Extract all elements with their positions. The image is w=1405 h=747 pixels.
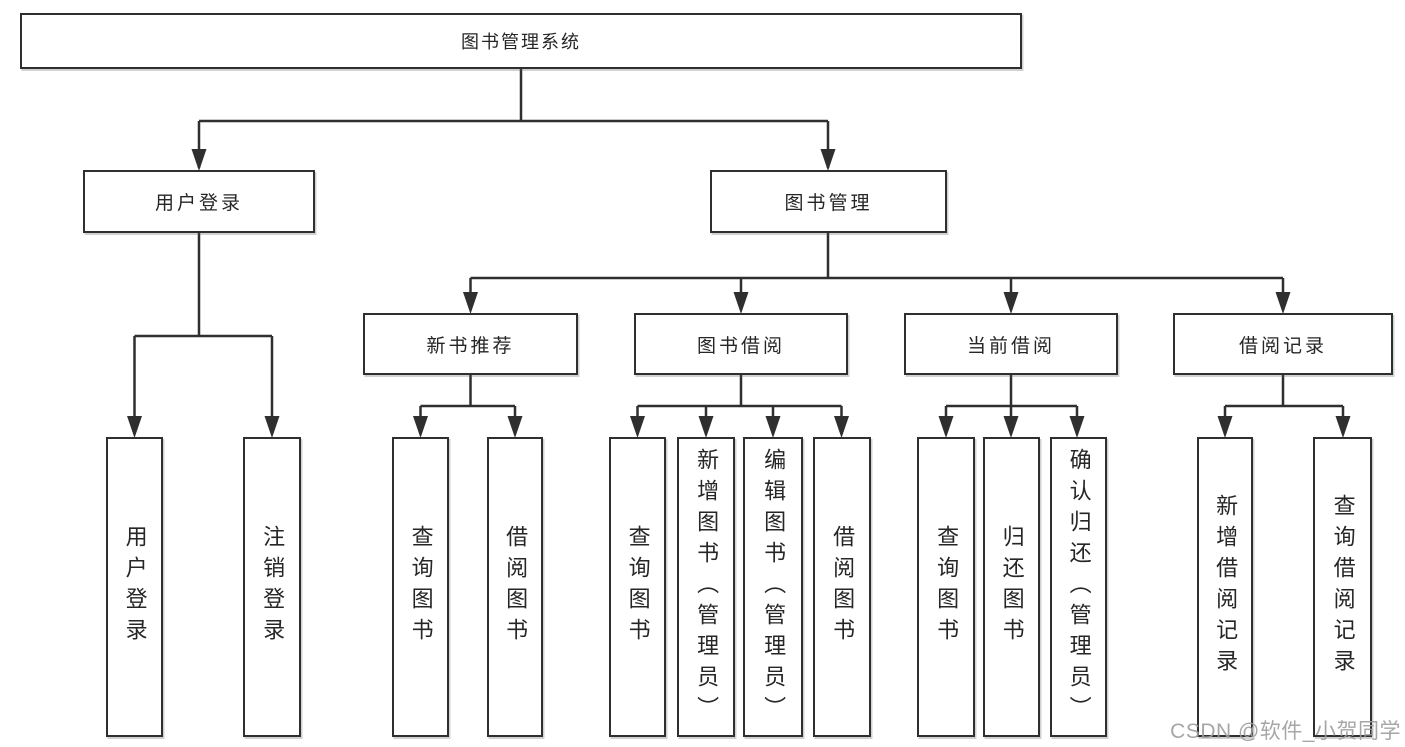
leaf-user-login: 用户登录 xyxy=(106,437,163,737)
connector-userlogin-to-leaves xyxy=(133,232,274,434)
connector-bookborrow-to-leaves xyxy=(636,374,843,434)
leaf-query-borrow-record-label: 查询借阅记录 xyxy=(1330,494,1356,680)
leaf-logout-label: 注销登录 xyxy=(260,525,286,649)
leaf-confirm-return-admin: 确认归还（管理员） xyxy=(1050,437,1107,737)
leaf-logout: 注销登录 xyxy=(243,437,301,737)
node-book-management-label: 图书管理 xyxy=(784,193,873,214)
node-library-system: 图书管理系统 xyxy=(20,13,1022,69)
leaf-confirm-return-admin-label: 确认归还（管理员） xyxy=(1066,447,1092,727)
leaf-add-borrow-record: 新增借阅记录 xyxy=(1197,437,1253,737)
node-borrowing-records: 借阅记录 xyxy=(1173,313,1393,375)
leaf-edit-book-admin-label: 编辑图书（管理员） xyxy=(761,447,787,727)
node-user-login: 用户登录 xyxy=(83,170,315,233)
node-current-borrowing: 当前借阅 xyxy=(904,313,1118,375)
connector-records-to-leaves xyxy=(1223,374,1345,434)
leaf-add-book-admin-label: 新增图书（管理员） xyxy=(694,447,720,727)
leaf-query-books-borrowing: 查询图书 xyxy=(609,437,666,737)
node-book-borrowing-label: 图书借阅 xyxy=(696,335,785,357)
leaf-user-login-label: 用户登录 xyxy=(122,525,148,649)
leaf-borrow-books-borrowing: 借阅图书 xyxy=(813,437,871,737)
connector-newbook-to-leaves xyxy=(419,374,517,434)
leaf-borrow-books-recommend-label: 借阅图书 xyxy=(503,525,529,649)
csdn-watermark: CSDN @软件_小贺同学 xyxy=(1170,720,1401,743)
node-borrowing-records-label: 借阅记录 xyxy=(1238,335,1327,357)
leaf-query-borrow-record: 查询借阅记录 xyxy=(1313,437,1372,737)
connector-root-to-level2 xyxy=(197,68,830,168)
leaf-add-borrow-record-label: 新增借阅记录 xyxy=(1213,494,1239,680)
node-current-borrowing-label: 当前借阅 xyxy=(966,335,1055,357)
leaf-return-books-label: 归还图书 xyxy=(999,525,1025,649)
node-library-system-label: 图书管理系统 xyxy=(461,32,581,52)
leaf-query-books-recommend-label: 查询图书 xyxy=(408,525,434,649)
leaf-borrow-books-recommend: 借阅图书 xyxy=(487,437,543,737)
connector-bookmgmt-to-level3 xyxy=(469,232,1285,310)
node-new-book-recommendation-label: 新书推荐 xyxy=(426,335,515,357)
leaf-query-books-recommend: 查询图书 xyxy=(392,437,449,737)
node-user-login-label: 用户登录 xyxy=(154,193,243,214)
leaf-return-books: 归还图书 xyxy=(983,437,1040,737)
leaf-query-books-current: 查询图书 xyxy=(917,437,975,737)
node-new-book-recommendation: 新书推荐 xyxy=(363,313,578,375)
leaf-query-books-borrowing-label: 查询图书 xyxy=(625,525,651,649)
leaf-edit-book-admin: 编辑图书（管理员） xyxy=(743,437,803,737)
node-book-management: 图书管理 xyxy=(710,170,947,233)
leaf-add-book-admin: 新增图书（管理员） xyxy=(677,437,735,737)
connector-currentborrow-to-leaves xyxy=(944,374,1079,434)
leaf-query-books-current-label: 查询图书 xyxy=(934,525,960,649)
node-book-borrowing: 图书借阅 xyxy=(634,313,848,375)
leaf-borrow-books-borrowing-label: 借阅图书 xyxy=(830,525,856,649)
